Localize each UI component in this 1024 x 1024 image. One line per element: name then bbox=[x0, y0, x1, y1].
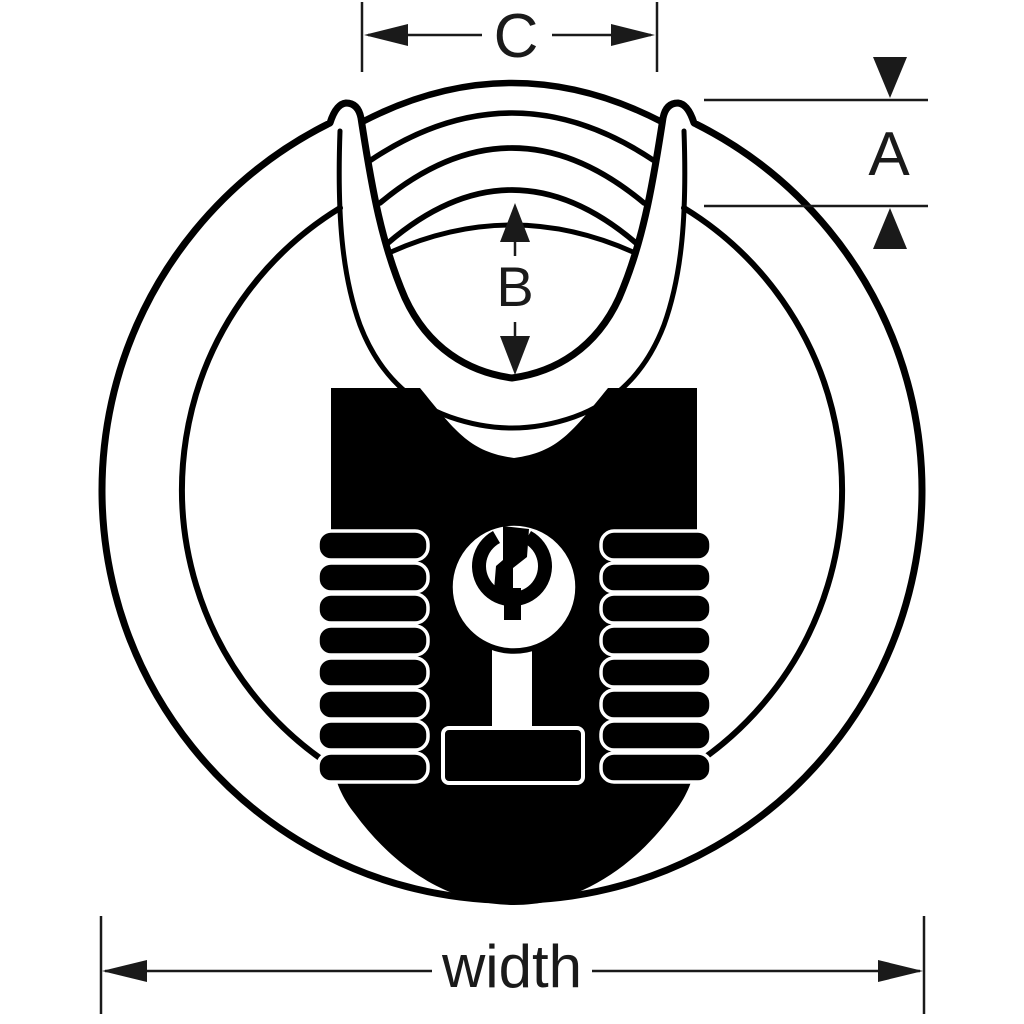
rib bbox=[599, 751, 713, 784]
rib bbox=[316, 656, 430, 689]
rib bbox=[316, 592, 430, 625]
keyway-stem bbox=[492, 645, 532, 730]
dim-b-arrow-down bbox=[500, 336, 530, 375]
dim-a-label: A bbox=[868, 120, 910, 189]
dim-a-arrow-up bbox=[873, 208, 907, 249]
rib bbox=[316, 624, 430, 657]
right-rib-stack bbox=[599, 529, 713, 784]
rib bbox=[599, 719, 713, 752]
shackle-ridge-3 bbox=[377, 145, 647, 206]
rib bbox=[316, 561, 430, 594]
shackle-slot-back-rim bbox=[336, 128, 688, 431]
dim-b-arrow-up bbox=[500, 203, 530, 242]
rib bbox=[599, 561, 713, 594]
rib bbox=[599, 688, 713, 721]
rib bbox=[599, 592, 713, 625]
padlock-drawing bbox=[98, 79, 926, 905]
rib bbox=[599, 656, 713, 689]
rib bbox=[316, 719, 430, 752]
left-rib-stack bbox=[316, 529, 430, 784]
dim-c-label: C bbox=[494, 2, 539, 71]
dimension-a: A bbox=[704, 57, 928, 249]
dim-width-arrow-right bbox=[878, 960, 923, 982]
dim-a-arrow-down bbox=[873, 57, 907, 98]
dim-c-arrow-left bbox=[364, 24, 408, 46]
keyway-ring bbox=[472, 531, 552, 607]
dimension-c: C bbox=[360, 2, 659, 72]
dimension-width: width bbox=[99, 916, 926, 1014]
keyway-slot bbox=[494, 526, 529, 620]
dim-c-arrow-right bbox=[611, 24, 655, 46]
shackle-ridge-1 bbox=[358, 79, 666, 126]
rib bbox=[316, 751, 430, 784]
shackle-ridge-4 bbox=[385, 187, 639, 246]
dimension-b: B bbox=[496, 203, 534, 375]
rib bbox=[316, 688, 430, 721]
dim-width-arrow-left bbox=[102, 960, 147, 982]
rib bbox=[316, 529, 430, 562]
shackle-ridge-2 bbox=[368, 110, 656, 163]
rib bbox=[599, 529, 713, 562]
keyway-plate bbox=[441, 726, 585, 785]
dim-width-label: width bbox=[441, 933, 582, 1000]
dim-b-label: B bbox=[496, 255, 533, 318]
rib bbox=[599, 624, 713, 657]
